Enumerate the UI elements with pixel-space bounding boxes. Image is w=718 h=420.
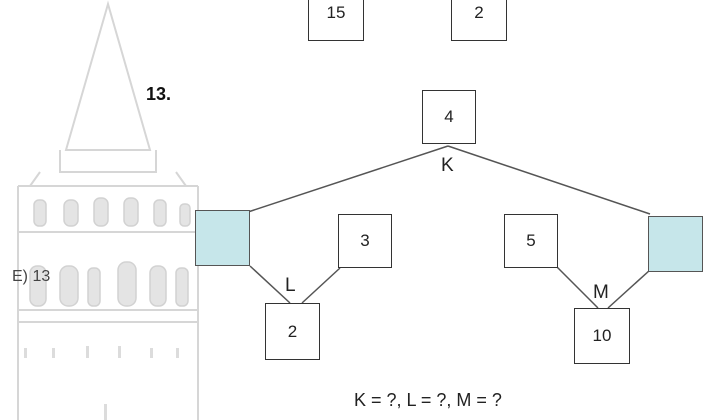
- left-right-box: 3: [338, 214, 392, 268]
- answer-option-e: E) 13: [12, 268, 51, 285]
- right-empty-box: [648, 216, 703, 272]
- left-bottom-box-value: 2: [287, 321, 298, 341]
- previous-box-left-value: 15: [326, 3, 346, 22]
- previous-box-right: 2: [451, 0, 507, 41]
- left-bottom-box: 2: [265, 303, 320, 360]
- right-left-box: 5: [504, 214, 558, 268]
- previous-box-left: 15: [308, 0, 364, 41]
- label-l: L: [285, 275, 296, 296]
- right-bottom-box-value: 10: [592, 326, 612, 345]
- top-box-value: 4: [444, 107, 454, 126]
- left-empty-box: [195, 210, 250, 266]
- right-left-box-value: 5: [526, 231, 536, 250]
- previous-box-right-value: 2: [474, 3, 484, 22]
- top-box: 4: [422, 90, 476, 144]
- left-right-box-value: 3: [360, 231, 370, 250]
- right-bottom-box: 10: [574, 308, 630, 364]
- label-m: M: [593, 282, 609, 303]
- label-k: K: [441, 155, 454, 176]
- question-prompt: K = ?, L = ?, M = ?: [354, 390, 502, 410]
- question-number: 13.: [146, 84, 172, 104]
